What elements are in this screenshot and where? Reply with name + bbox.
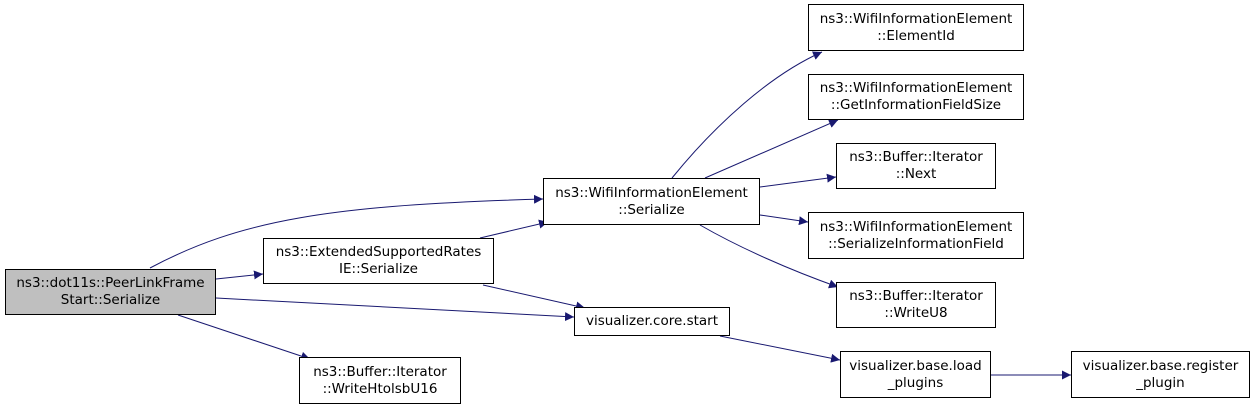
node-label-line2: ::WriteU8 <box>884 305 948 321</box>
node-buffer-iterator-write-htolsb-u16[interactable]: ns3::Buffer::Iterator ::WriteHtolsbU16 <box>299 357 461 404</box>
node-label-line1: visualizer.core.start <box>585 313 719 329</box>
node-label-line1: visualizer.base.load <box>849 357 982 374</box>
node-label-line2: IE::Serialize <box>339 261 418 277</box>
node-label-line1: ns3::Buffer::Iterator <box>849 149 983 165</box>
node-visualizer-base-load-plugins[interactable]: visualizer.base.load _plugins <box>840 351 991 398</box>
node-label-line2: ::GetInformationFieldSize <box>830 97 1002 113</box>
node-label-line2: Start::Serialize <box>60 292 161 308</box>
node-label-line1: visualizer.base.register <box>1082 357 1239 374</box>
edge-root-ext-rates <box>215 270 264 280</box>
node-label-line2: ::WriteHtolsbU16 <box>322 380 438 397</box>
edge-root-wifi-serialize <box>149 194 544 269</box>
node-wifi-information-element-serialize[interactable]: ns3::WifiInformationElement ::Serialize <box>543 178 760 225</box>
edge-wifi-iter-next <box>759 173 837 188</box>
edge-vis-start-load-plugins <box>719 335 841 363</box>
node-label-line1: ns3::WifiInformationElement <box>819 10 1013 27</box>
edge-ext-rates-vis-start <box>482 284 586 311</box>
node-label-line1: ns3::dot11s::PeerLinkFrame <box>16 275 205 291</box>
node-label-line2: ::Serialize <box>618 201 685 218</box>
edge-wifi-write-u8 <box>699 224 839 289</box>
node-wifi-information-element-serialize-information-field[interactable]: ns3::WifiInformationElement ::SerializeI… <box>808 212 1024 259</box>
node-wifi-information-element-get-information-field-size[interactable]: ns3::WifiInformationElement ::GetInforma… <box>808 74 1024 120</box>
edge-root-vis-start <box>215 297 575 322</box>
node-label-line1: ns3::WifiInformationElement <box>819 80 1013 96</box>
node-label-line2: ::Next <box>895 166 937 182</box>
node-buffer-iterator-next[interactable]: ns3::Buffer::Iterator ::Next <box>836 143 996 189</box>
node-extended-supported-rates-serialize[interactable]: ns3::ExtendedSupportedRates IE::Serializ… <box>263 238 494 284</box>
node-wifi-information-element-element-id[interactable]: ns3::WifiInformationElement ::ElementId <box>808 4 1024 51</box>
node-label-line1: ns3::ExtendedSupportedRates <box>275 244 482 260</box>
edge-ext-rates-wifi-serialize <box>479 219 549 239</box>
node-label-line2: _plugin <box>1136 374 1185 391</box>
edge-wifi-get-info-size <box>704 119 839 179</box>
node-label-line1: ns3::WifiInformationElement <box>819 218 1013 235</box>
edge-wifi-serialize-info <box>759 214 809 226</box>
node-visualizer-core-start[interactable]: visualizer.core.start <box>574 307 730 336</box>
node-peer-link-frame-start-serialize[interactable]: ns3::dot11s::PeerLinkFrame Start::Serial… <box>5 269 216 315</box>
edge-wifi-element-id <box>671 51 823 179</box>
node-visualizer-base-register-plugin[interactable]: visualizer.base.register _plugin <box>1071 351 1250 398</box>
edge-root-write-htolsb <box>177 314 311 361</box>
node-label-line1: ns3::Buffer::Iterator <box>313 363 447 380</box>
node-label-line2: ::SerializeInformationField <box>828 235 1004 252</box>
node-label-line1: ns3::Buffer::Iterator <box>849 288 983 304</box>
node-buffer-iterator-write-u8[interactable]: ns3::Buffer::Iterator ::WriteU8 <box>836 282 996 328</box>
node-label-line2: ::ElementId <box>877 27 955 44</box>
node-label-line2: _plugins <box>887 374 944 391</box>
node-label-line1: ns3::WifiInformationElement <box>555 184 748 201</box>
